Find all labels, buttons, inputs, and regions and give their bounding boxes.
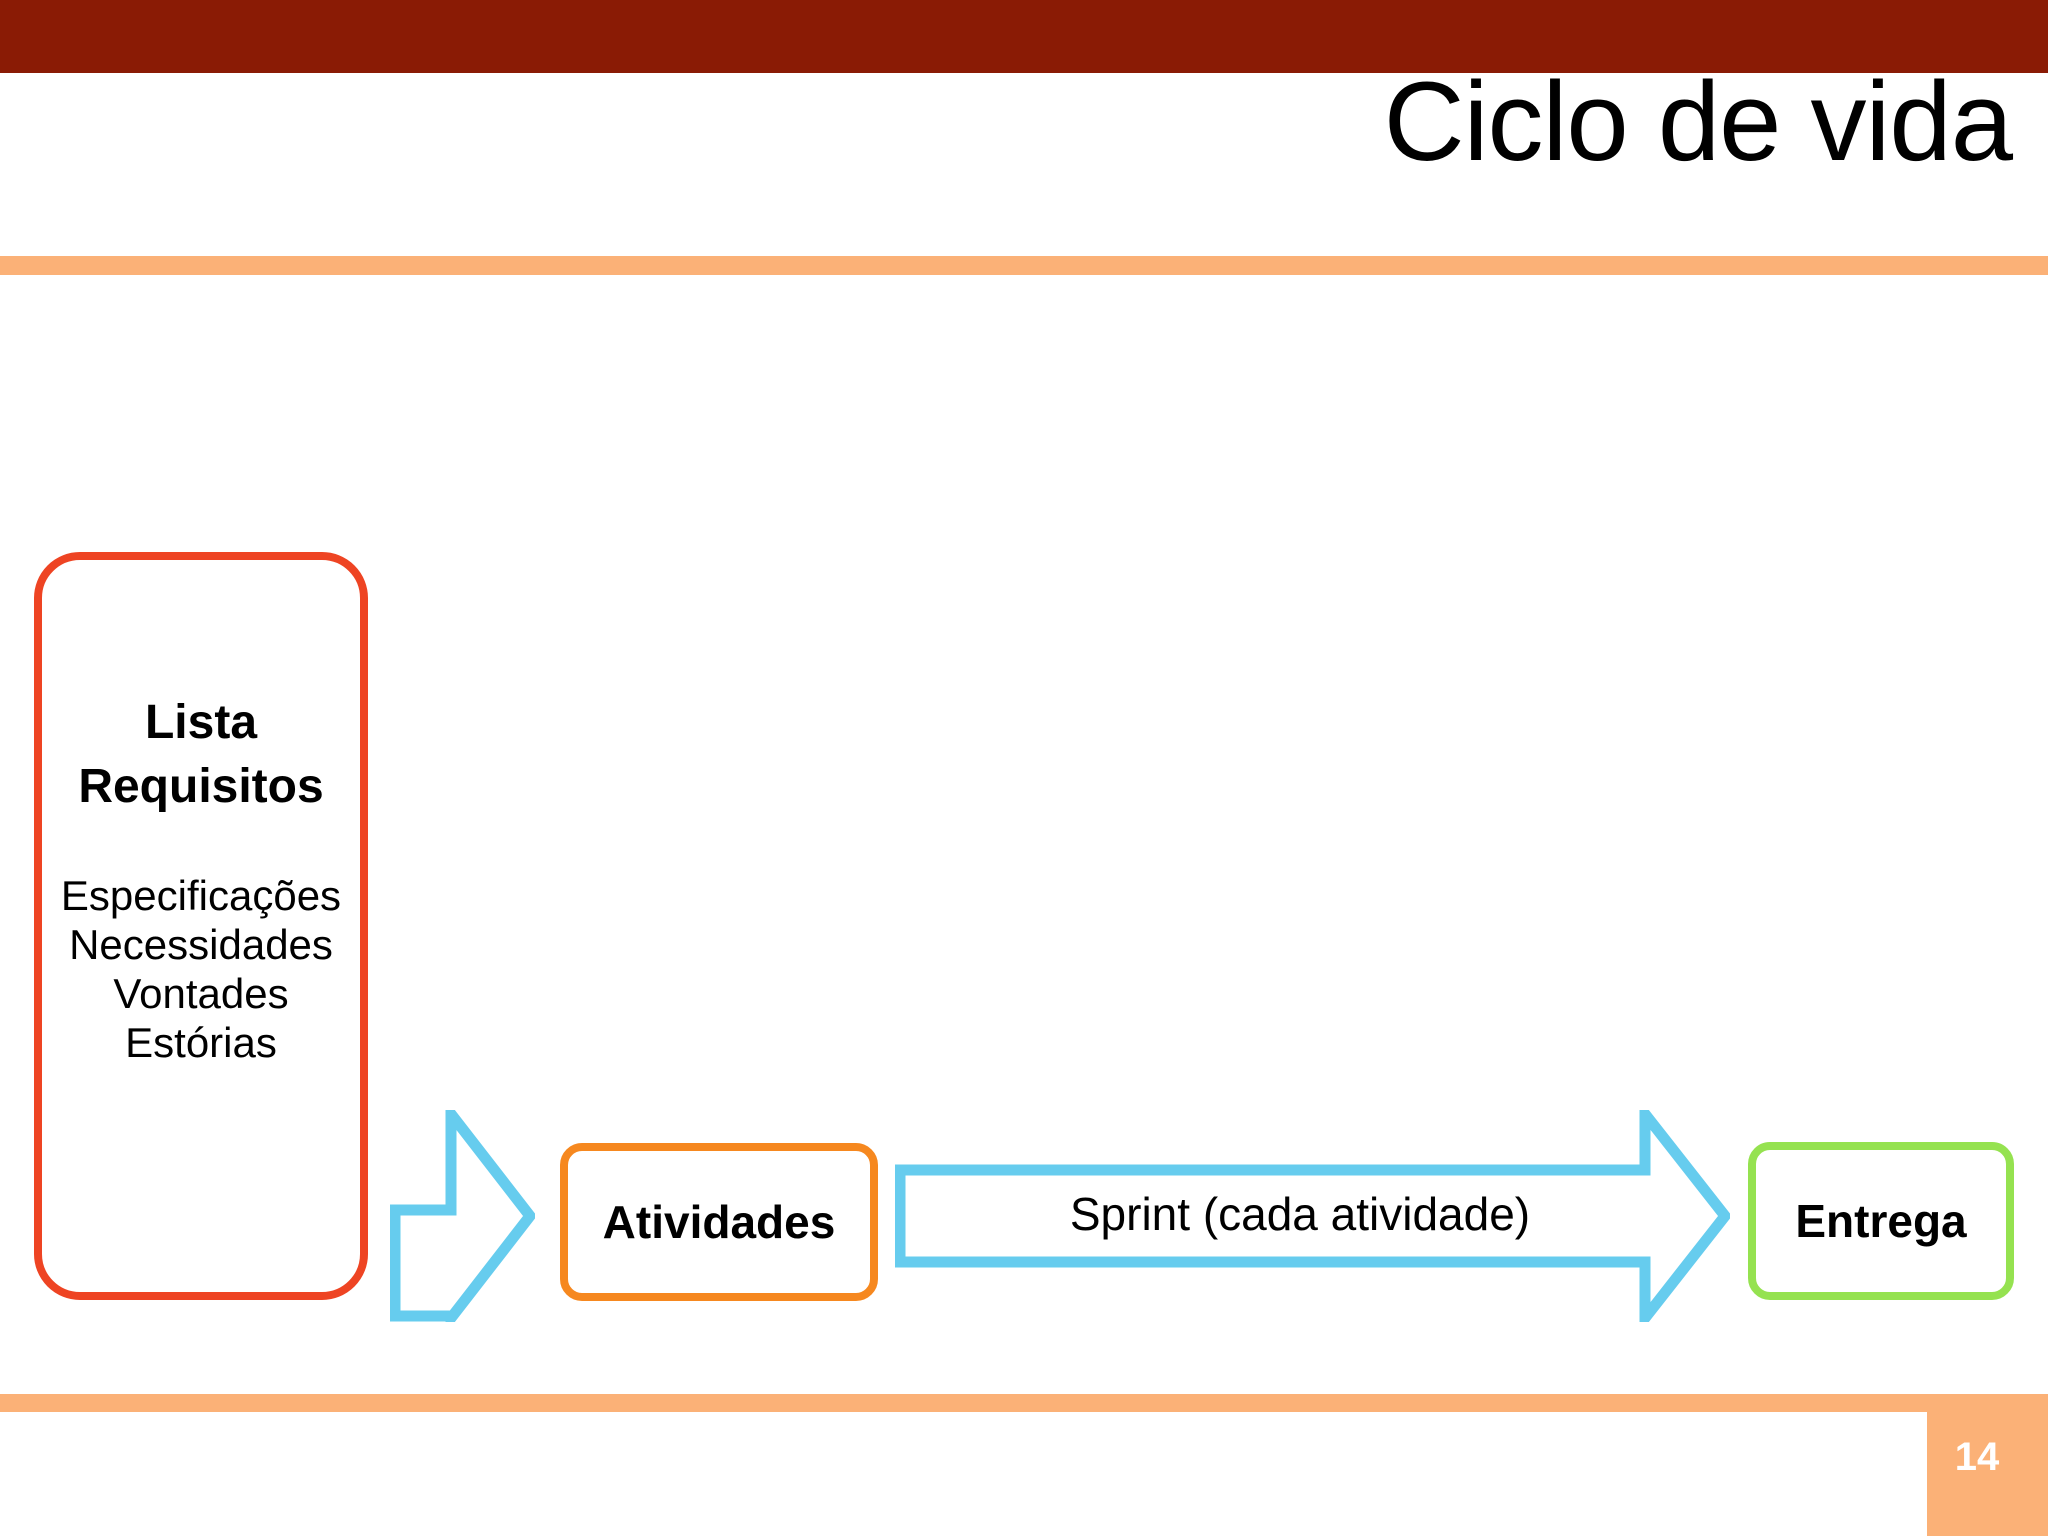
arrow-right-icon-sprint — [894, 1098, 1732, 1334]
node-atividades[interactable]: Atividades — [560, 1143, 878, 1301]
footer-divider — [0, 1394, 2048, 1412]
node-lista-requisitos-heading: Lista Requisitos — [78, 696, 324, 813]
node-entrega[interactable]: Entrega — [1748, 1142, 2014, 1300]
header-divider — [0, 256, 2048, 275]
page-title: Ciclo de vida — [1383, 59, 2013, 184]
arrow-right-icon-short — [389, 1097, 537, 1335]
header-band — [0, 0, 2048, 73]
arrow-sprint-label: Sprint (cada atividade) — [1069, 1188, 1531, 1240]
footer-accent-block — [1927, 1412, 2048, 1536]
node-lista-requisitos[interactable]: Lista Requisitos Especificações Necessid… — [34, 552, 368, 1300]
node-atividades-heading: Atividades — [602, 1196, 836, 1248]
node-lista-requisitos-body: Especificações Necessidades Vontades Est… — [60, 872, 342, 1066]
page-number: 14 — [1954, 1435, 2000, 1479]
node-entrega-heading: Entrega — [1795, 1195, 1967, 1247]
